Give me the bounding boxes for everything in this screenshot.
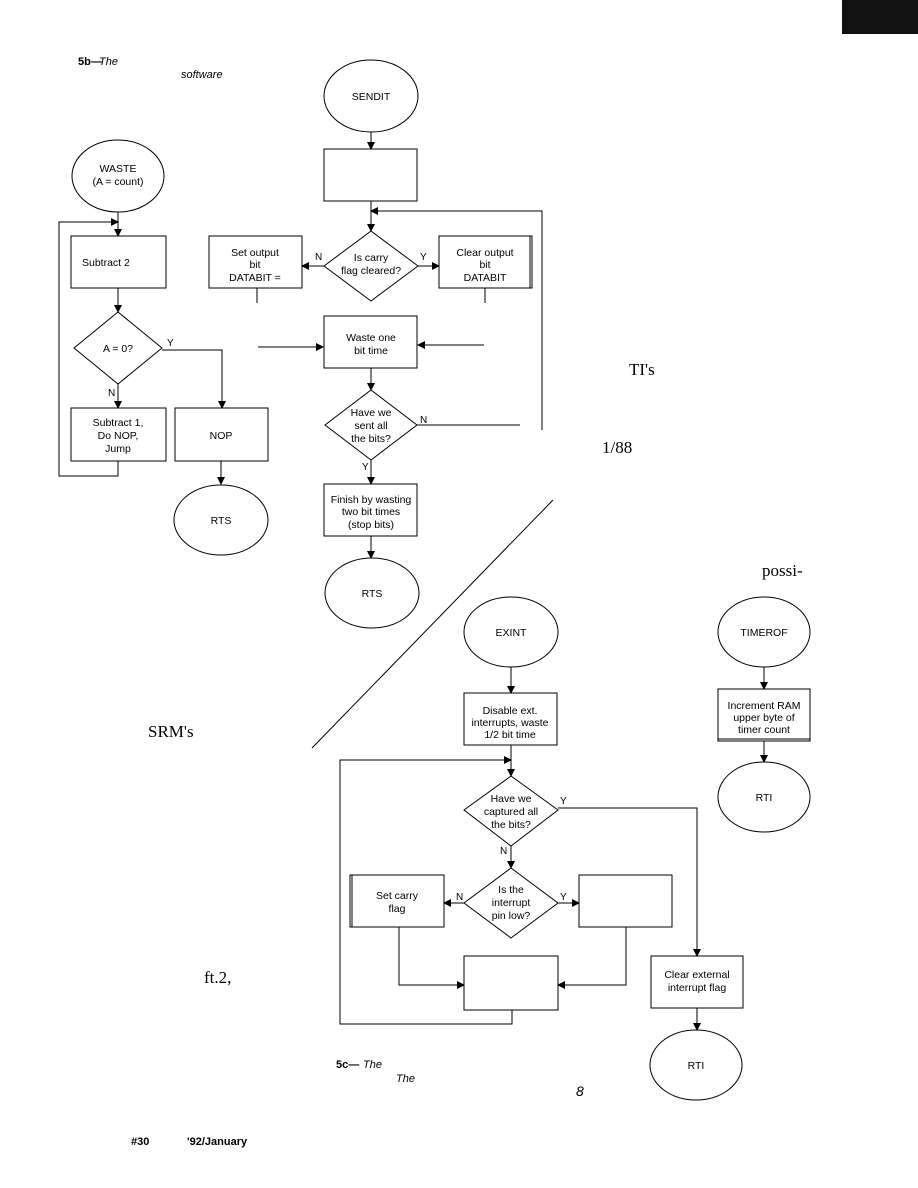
sendit-set-line2: bit [249,259,260,271]
sendit-carry-decision [323,230,419,302]
exint-clear-flag-line2: interrupt flag [668,982,727,994]
sendit-waste-one-box [323,315,418,369]
timerof-increment-box [717,688,811,742]
waste-yes-label: Y [167,338,174,349]
exint-rti-label: RTI [688,1060,705,1072]
sendit-rts-oval [324,557,420,629]
sendit-finish-line3: (stop bits) [348,519,394,531]
exint-captured-line1: Have we [491,793,532,805]
sendit-clear-output-box [438,235,533,289]
caption-5b-word: The [99,56,118,68]
waste-subtract2-label: Subtract 2 [82,257,130,269]
timerof-flow: TIMEROF Increment RAM upper byte of time… [717,596,811,833]
sendit-finish-box [323,483,418,537]
sendit-sent-no-label: N [420,415,427,426]
exint-captured-no-label: N [500,846,507,857]
timerof-start-label: TIMEROF [740,627,787,639]
exint-pin-yes-label: Y [560,892,567,903]
caption-5b-software: software [181,69,223,81]
exint-clear-flag-line1: Clear external [664,969,729,981]
exint-disable-line3: 1/2 bit time [484,729,536,741]
sendit-finish-line2: two bit times [342,506,400,518]
exint-set-carry-line1: Set carry [376,890,419,902]
sendit-yes-label: Y [420,252,427,263]
exint-pin-line1: Is the [498,884,524,896]
sendit-rts-label: RTS [362,588,383,600]
waste-decision-label: A = 0? [103,343,133,355]
waste-rts-oval [173,484,269,556]
margin-frac: 1/88 [602,438,632,457]
sendit-clear-line3: DATABIT [464,272,507,284]
footer-date: '92/January [187,1136,248,1148]
exint-clear-carry-box [578,874,673,928]
sendit-finish-line1: Finish by wasting [331,494,412,506]
margin-possi: possi- [762,561,803,580]
margin-srms: SRM's [148,722,194,741]
sendit-init-box [323,148,418,202]
corner-block [842,0,918,34]
sendit-waste-line2: bit time [354,345,388,357]
waste-subtract2-box [70,235,167,289]
waste-flow: WASTE (A = count) Subtract 2 A = 0? Y N … [58,139,269,556]
timerof-increment-line2: upper byte of [733,712,794,724]
sendit-clear-line1: Clear output [456,247,513,259]
exint-captured-line3: the bits? [491,819,531,831]
sendit-sent-line2: sent all [354,420,387,432]
margin-tis: TI's [629,360,655,379]
timerof-increment-line1: Increment RAM [728,700,801,712]
sendit-carry-line2: flag cleared? [341,265,401,277]
exint-disable-box [463,692,558,746]
exint-flow: EXINT Disable ext. interrupts, waste 1/2… [339,596,744,1101]
timerof-rti-oval [717,761,811,833]
sendit-sent-line3: the bits? [351,433,391,445]
waste-subtract1-line3: Jump [105,443,131,455]
caption-5c-word: The [363,1059,382,1071]
exint-disable-line2: interrupts, waste [471,717,548,729]
exint-disable-line1: Disable ext. [483,705,538,717]
exint-shift-box [463,955,559,1011]
sendit-waste-line1: Waste one [346,332,396,344]
exint-captured-line2: captured all [484,806,538,818]
sendit-no-label: N [315,252,322,263]
margin-ft2: ft.2, [204,968,231,987]
footer-issue: #30 [131,1136,149,1148]
exint-start-label: EXINT [496,627,528,639]
timerof-increment-line3: timer count [738,724,790,736]
sendit-set-line1: Set output [231,247,279,259]
waste-subtract1-line1: Subtract 1, [93,417,144,429]
timerof-rti-label: RTI [756,792,773,804]
exint-rti-oval [649,1029,743,1101]
caption-5c-num: 5c— [336,1059,359,1071]
sendit-set-line3: DATABIT = [229,272,281,284]
sendit-carry-line1: Is carry [354,252,389,264]
caption-5b-num: 5b— [78,56,102,68]
sendit-sent-yes-label: Y [362,462,369,473]
waste-subtract1-box [70,407,167,462]
waste-start-line2: (A = count) [92,176,143,188]
caption-5c-8: 8 [576,1083,584,1099]
sendit-flow: SENDIT Is carry flag cleared? N Y Set ou… [208,59,543,629]
sendit-start-label: SENDIT [352,91,391,103]
caption-5c-word2: The [396,1073,415,1085]
waste-nop-label: NOP [210,430,233,442]
sendit-sent-line1: Have we [351,407,392,419]
sendit-clear-line2: bit [479,259,490,271]
exint-pin-no-label: N [456,892,463,903]
exint-pin-decision [463,867,559,939]
exint-captured-yes-label: Y [560,796,567,807]
exint-clear-flag-box [650,955,744,1009]
exint-pin-line2: interrupt [492,897,531,909]
exint-set-carry-line2: flag [389,903,406,915]
exint-pin-line3: pin low? [492,910,531,922]
waste-no-label: N [108,388,115,399]
divider-line [311,499,554,749]
sendit-set-output-box [208,235,303,289]
waste-subtract1-line2: Do NOP, [98,430,139,442]
waste-nop-box [174,407,269,462]
waste-rts-label: RTS [211,515,232,527]
exint-set-carry-box [349,874,445,928]
waste-start-line1: WASTE [100,163,137,175]
